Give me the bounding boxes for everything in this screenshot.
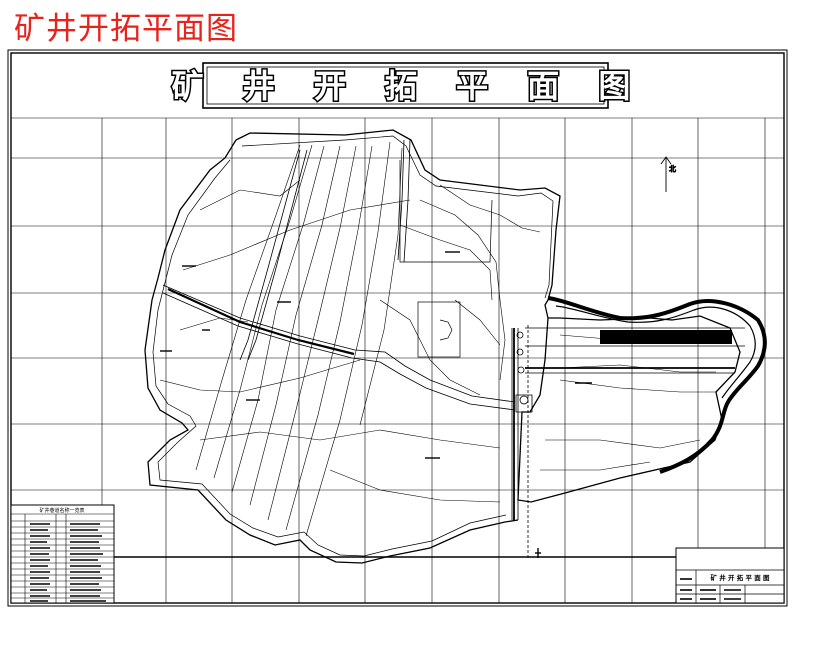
main-roadways xyxy=(162,139,745,560)
strata-contours xyxy=(159,141,721,537)
hatched-zone xyxy=(547,296,767,474)
legend-table: 矿井巷道名称一览表 xyxy=(10,504,115,604)
legend-entry-marks xyxy=(30,523,106,602)
shaft-cluster xyxy=(515,331,533,413)
coordinate-grid xyxy=(11,117,784,603)
mine-boundary xyxy=(144,129,741,564)
inner-blocks xyxy=(399,160,493,358)
north-label: 北 xyxy=(669,165,676,173)
title-banner: 矿 井 开 拓 平 面 图 xyxy=(170,62,645,109)
drawing-frame xyxy=(7,49,788,607)
title-block-heading: 矿 井 开 拓 平 面 图 xyxy=(710,573,770,582)
page-caption: 矿井开拓平面图 xyxy=(14,11,238,47)
banner-title: 矿 井 开 拓 平 面 图 xyxy=(172,67,645,105)
north-arrow: 北 xyxy=(660,156,676,192)
title-block: 矿 井 开 拓 平 面 图 xyxy=(675,547,785,604)
plan-annotations xyxy=(160,251,592,558)
legend-heading: 矿井巷道名称一览表 xyxy=(39,507,84,514)
